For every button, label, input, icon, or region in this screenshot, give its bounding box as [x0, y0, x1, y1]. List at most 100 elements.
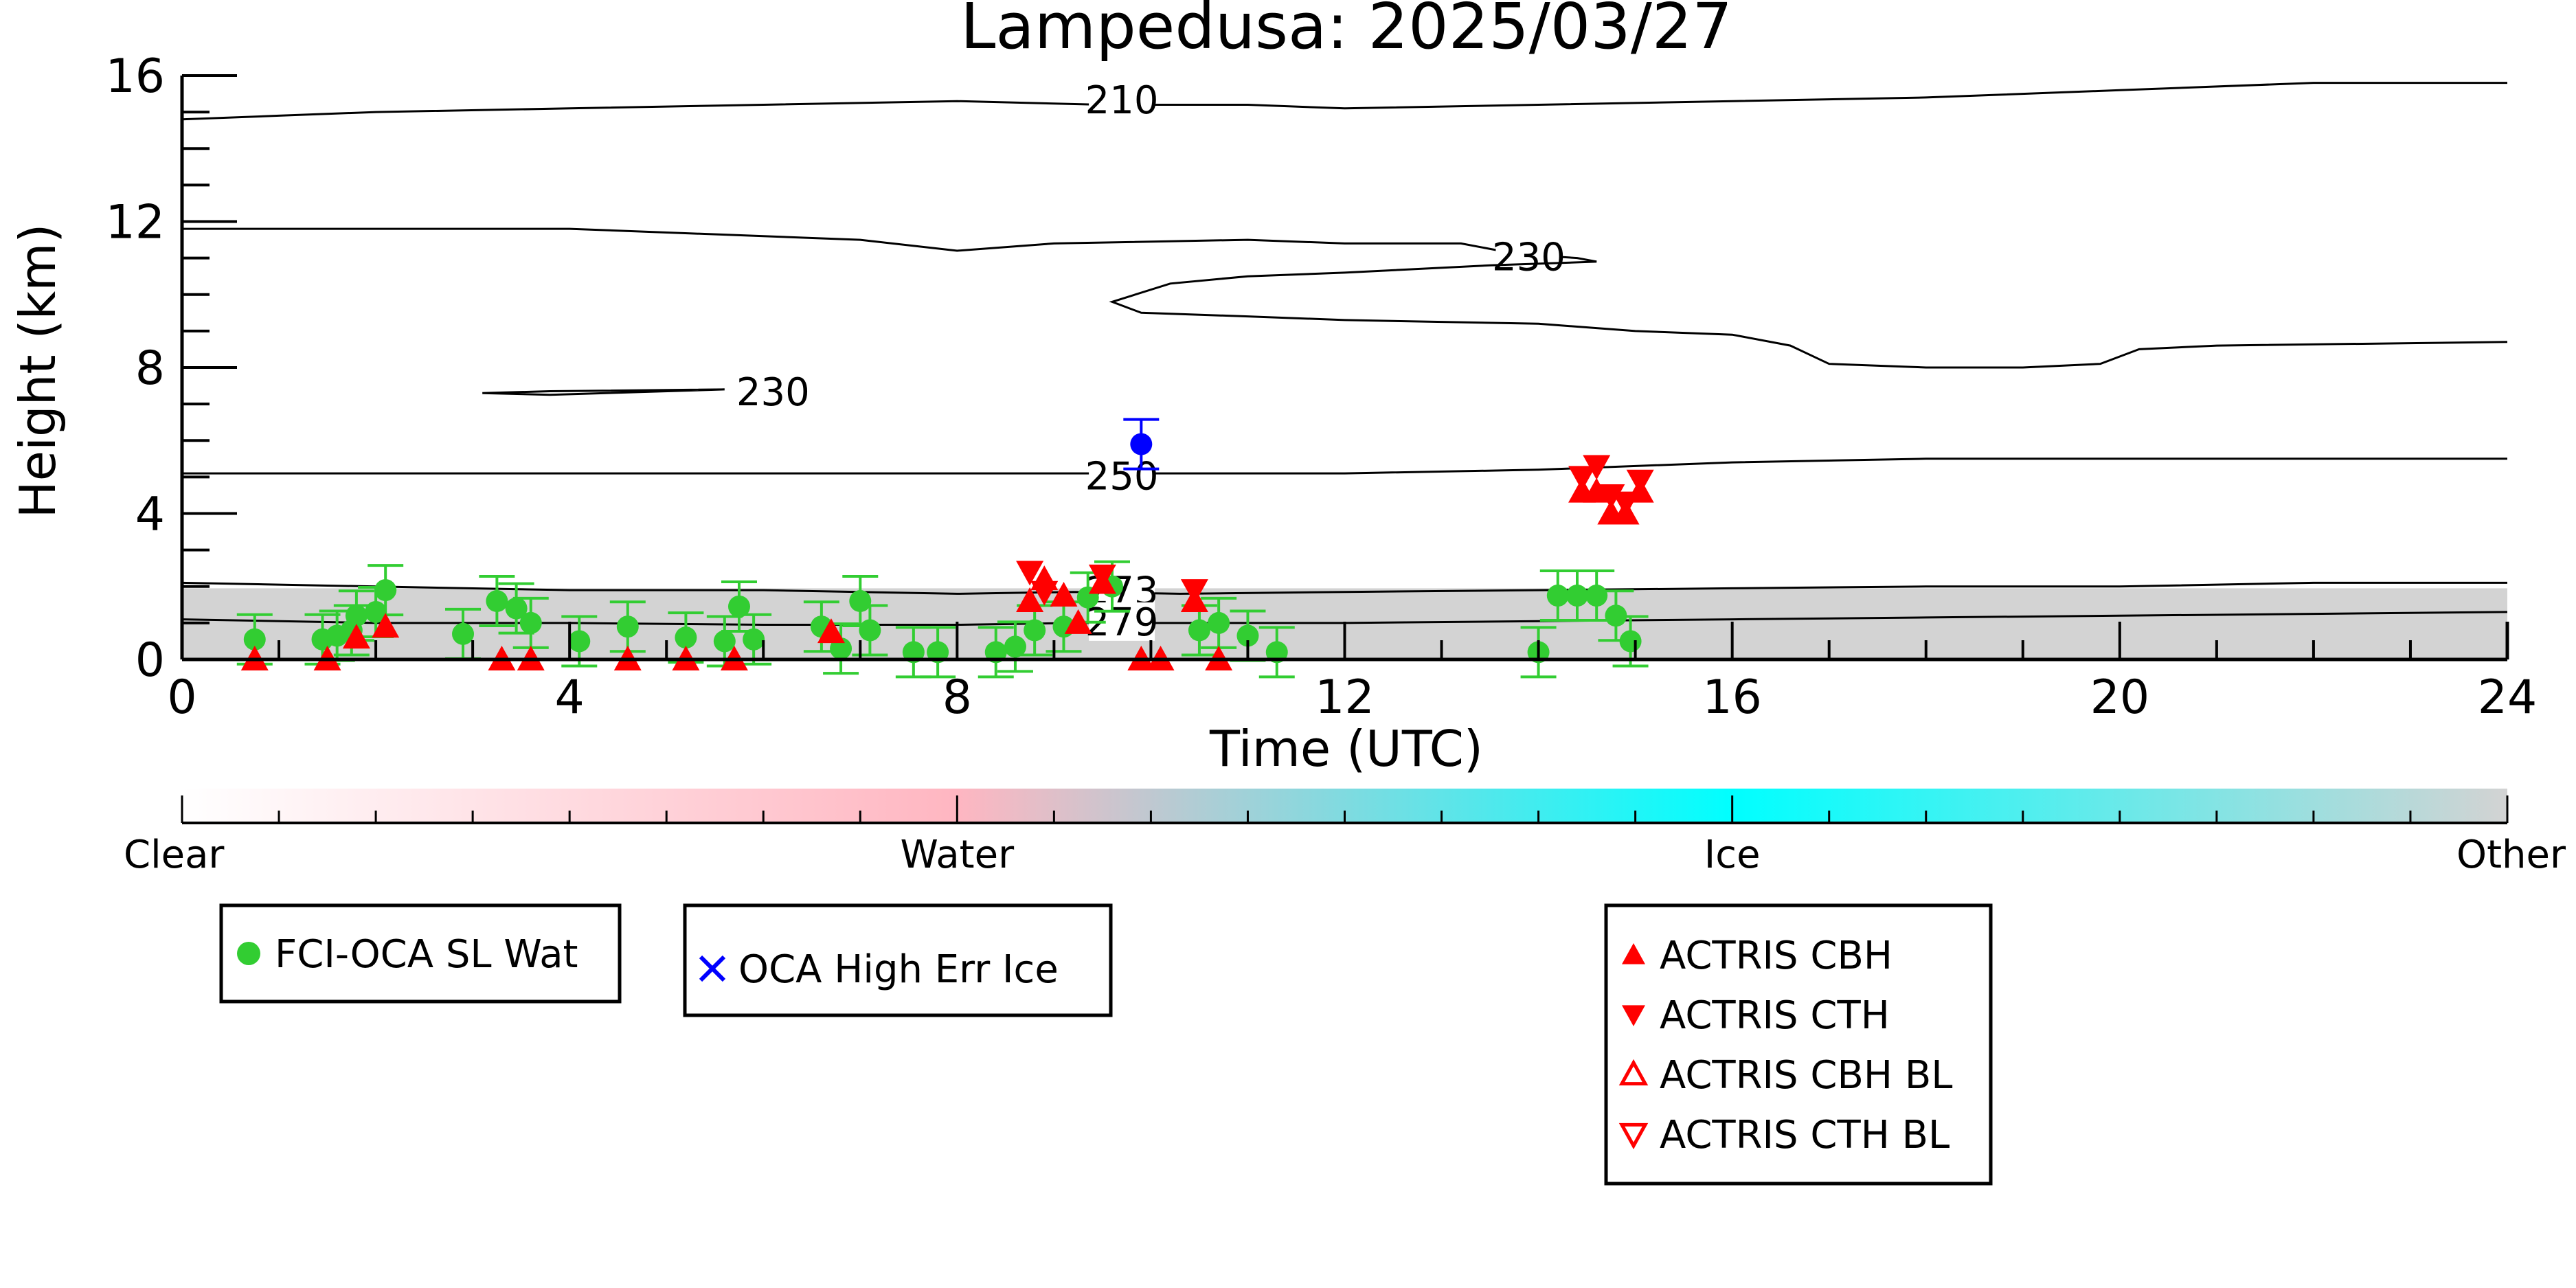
data-point	[1064, 609, 1092, 634]
data-point	[1088, 564, 1116, 589]
contour-line-3	[482, 388, 725, 396]
y-tick-label: 4	[135, 488, 165, 542]
data-point	[817, 618, 845, 644]
axes: 0 4 8 12 16 0 4 8 12 16 20 24	[105, 49, 2537, 725]
data-point	[984, 641, 1007, 664]
data-point	[519, 611, 542, 634]
data-point	[452, 622, 475, 645]
data-point	[675, 626, 697, 649]
contour-label-3: 230	[736, 370, 810, 415]
legend-marker	[1618, 1059, 1649, 1086]
data-point	[1030, 580, 1059, 606]
data-point	[1546, 585, 1569, 607]
x-tick-label: 12	[1315, 670, 1375, 725]
data-point	[859, 619, 881, 642]
contour-label-4: 250	[1085, 454, 1159, 499]
x-tick-label: 4	[555, 670, 585, 725]
contour-label-bg-1	[1495, 237, 1562, 276]
data-point	[372, 613, 400, 638]
data-point	[243, 628, 266, 651]
colorbar-label: Water	[901, 833, 1015, 877]
data-point	[1050, 582, 1078, 607]
x-tick-label: 0	[167, 670, 196, 725]
data-point	[1626, 469, 1654, 495]
data-point	[1188, 619, 1210, 642]
legend-label: ACTRIS CTH BL	[1660, 1113, 1950, 1157]
data-point	[486, 590, 508, 612]
legend-marker	[699, 955, 726, 982]
data-point	[342, 624, 370, 649]
y-tick-label: 8	[135, 341, 165, 396]
contour-line-0	[181, 82, 2507, 121]
data-point	[1612, 491, 1640, 517]
data-point	[1583, 455, 1611, 480]
colorbar: Clear Water Ice Other	[124, 789, 2566, 877]
contour-label-bg-3	[740, 372, 806, 411]
data-point	[927, 641, 949, 664]
data-point	[1024, 619, 1046, 642]
colorbar-label: Other	[2456, 833, 2566, 877]
data-point	[1016, 587, 1044, 612]
legend-marker	[1618, 1122, 1649, 1150]
data-point	[902, 641, 925, 664]
data-point	[505, 597, 528, 620]
contour-label-bg-4	[1089, 456, 1155, 495]
data-point	[1566, 585, 1588, 607]
data-point	[616, 615, 639, 638]
data-point	[849, 590, 872, 612]
data-point	[1583, 477, 1611, 503]
x-tick-label: 20	[2090, 670, 2150, 725]
y-tick-label: 0	[135, 633, 165, 688]
colorbar-label: Ice	[1704, 833, 1761, 877]
x-tick-label: 24	[2478, 670, 2538, 725]
legend-box	[219, 903, 622, 1004]
temperature-contours: 210230230250273279	[181, 78, 2508, 645]
legend-label: OCA High Err Ice	[738, 947, 1059, 992]
x-tick-label: 16	[1702, 670, 1762, 725]
data-point	[1619, 630, 1642, 653]
data-point	[1180, 579, 1208, 605]
data-point	[1016, 561, 1044, 586]
data-point	[568, 630, 591, 653]
legend-box	[683, 903, 1113, 1017]
contour-line-2	[1109, 260, 2508, 369]
contour-label-1: 230	[1492, 236, 1566, 280]
data-point	[1585, 585, 1608, 607]
chart-title: Lampedusa: 2025/03/27	[960, 0, 1732, 63]
data-point	[345, 605, 368, 627]
colorbar-label: Clear	[124, 833, 225, 877]
contour-line-5	[181, 581, 2507, 595]
x-tick-label: 8	[942, 670, 972, 725]
legend-label: ACTRIS CTH	[1660, 993, 1890, 1038]
y-axis-label: Height (km)	[9, 224, 67, 519]
x-axis-label: Time (UTC)	[1209, 720, 1483, 778]
data-point	[1130, 433, 1153, 455]
data-point	[374, 579, 397, 602]
data-point	[743, 628, 765, 651]
data-point	[1208, 611, 1230, 634]
y-tick-label: 16	[105, 49, 165, 104]
legend-label: FCI-OCA SL Wat	[275, 932, 578, 977]
data-point	[1597, 484, 1625, 509]
legend-marker	[237, 942, 260, 965]
data-point	[1236, 624, 1259, 647]
data-point	[727, 595, 750, 618]
y-tick-label: 12	[105, 196, 165, 250]
legend-label: ACTRIS CBH BL	[1660, 1053, 1952, 1098]
legend-marker	[1622, 1005, 1645, 1026]
legend-marker	[1622, 943, 1645, 964]
contour-line-1	[182, 227, 1597, 263]
contour-label-bg-0	[1089, 80, 1155, 120]
contour-line-6	[181, 611, 2508, 626]
data-point	[1568, 466, 1596, 491]
legend-label: ACTRIS CBH	[1660, 934, 1893, 978]
legend-box	[1604, 903, 1993, 1186]
contour-line-4	[182, 457, 2507, 475]
data-point	[365, 600, 387, 623]
data-marks	[236, 418, 1654, 679]
data-point	[713, 630, 736, 653]
data-point	[1265, 641, 1288, 664]
contour-label-0: 210	[1085, 78, 1159, 123]
